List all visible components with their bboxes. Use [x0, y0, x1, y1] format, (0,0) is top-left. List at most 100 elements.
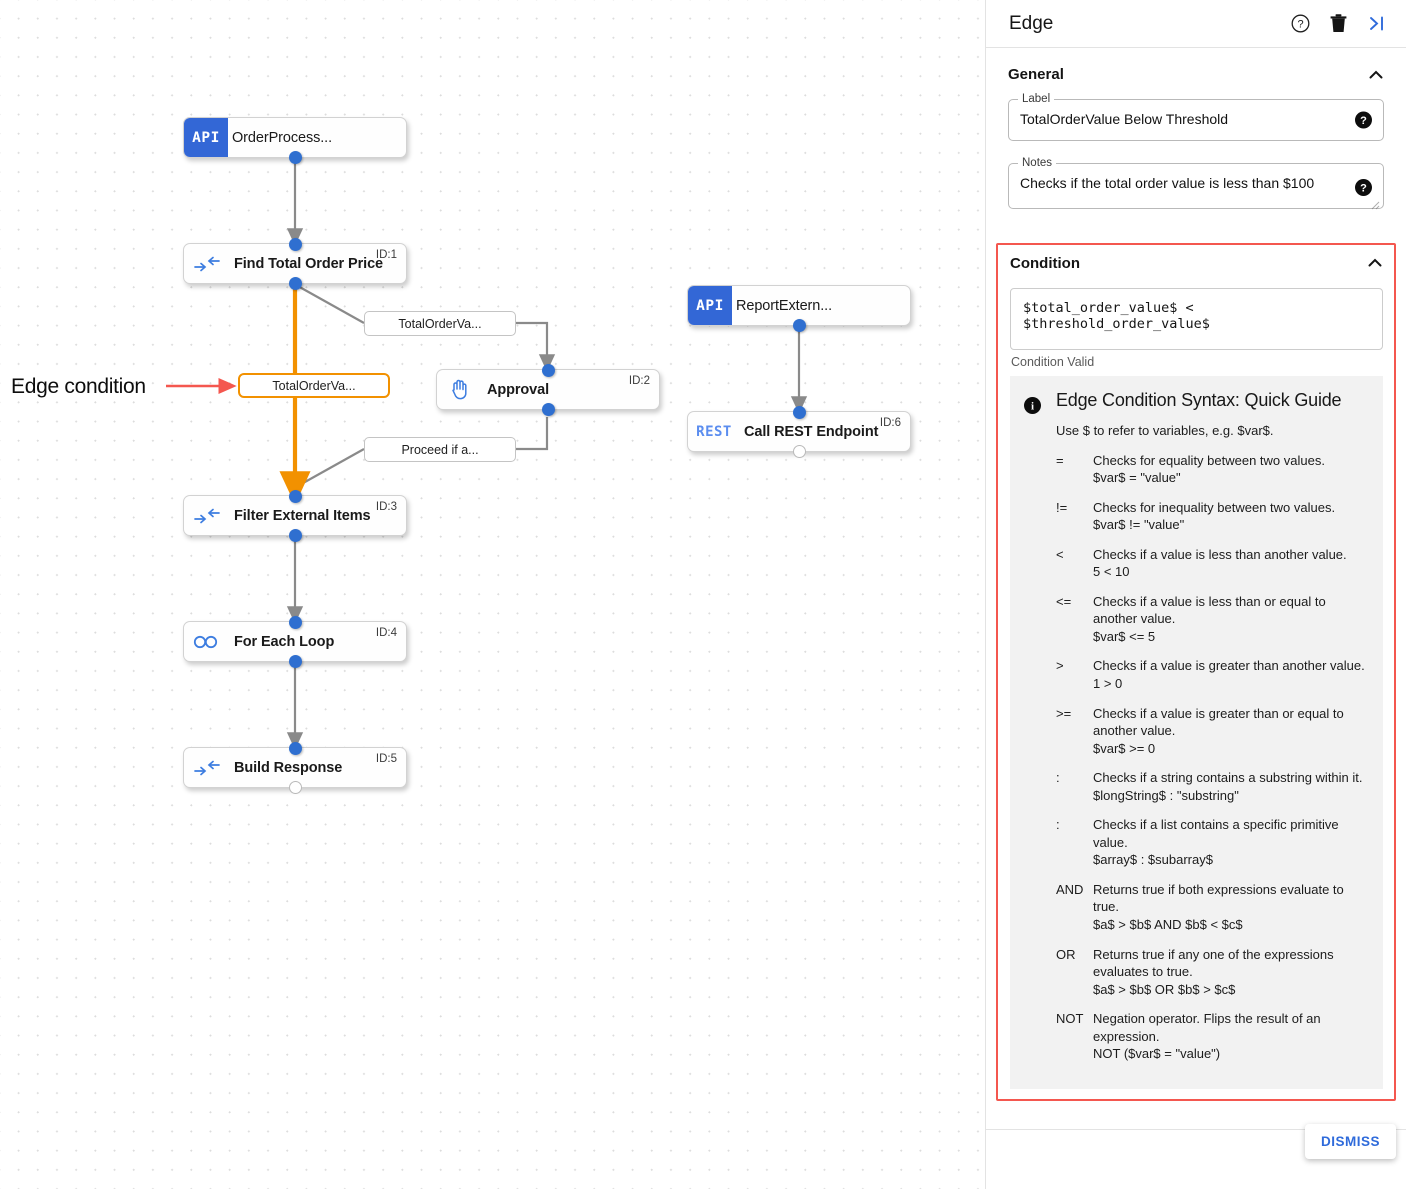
operator-symbol: <= [1056, 593, 1072, 609]
api-badge-icon: API [688, 286, 732, 325]
node-label: ReportExtern... [736, 297, 833, 314]
operator-example: $a$ > $b$ OR $b$ > $c$ [1093, 981, 1236, 997]
operator-detail: Checks if a value is greater than or equ… [1093, 705, 1369, 758]
operator-detail: Returns true if any one of the expressio… [1093, 946, 1369, 999]
operator-description: Negation operator. Flips the result of a… [1093, 1011, 1321, 1044]
node-output-port[interactable] [289, 780, 302, 794]
operator-example: $var$ <= 5 [1093, 628, 1156, 644]
chevron-up-icon[interactable] [1367, 255, 1383, 271]
workflow-canvas[interactable]: Edge condition API OrderProcess... Find … [0, 0, 985, 1189]
operator-example: 1 > 0 [1093, 675, 1123, 691]
notes-field-value: Checks if the total order value is less … [1020, 174, 1315, 191]
edge-label[interactable]: TotalOrderVa... [364, 311, 516, 336]
svg-text:?: ? [1360, 182, 1367, 194]
resize-handle[interactable] [1371, 197, 1380, 209]
node-id-label: ID:1 [375, 249, 397, 261]
operator-example: $array$ : $subarray$ [1093, 852, 1213, 868]
operator-symbol: AND [1056, 881, 1084, 897]
operator-detail: Checks for inequality between two values… [1093, 499, 1369, 534]
operator-description: Checks if a value is greater than or equ… [1093, 705, 1344, 739]
collapse-panel-icon[interactable] [1366, 14, 1386, 34]
operator-detail: Checks if a value is greater than anothe… [1093, 657, 1369, 692]
edge-label-selected[interactable]: TotalOrderVa... [238, 373, 390, 398]
api-badge-icon: API [184, 118, 228, 157]
operator-row: !=Checks for inequality between two valu… [1056, 499, 1369, 534]
operator-symbol: : [1056, 817, 1060, 833]
node-input-port[interactable] [793, 405, 806, 419]
help-icon[interactable]: ? [1355, 111, 1372, 129]
node-output-port[interactable] [542, 402, 555, 416]
operator-description: Checks if a string contains a substring … [1093, 770, 1363, 786]
operator-row: = Checks for equality between two values.… [1056, 452, 1369, 487]
panel-body: General Label TotalOrderValue Below Thre… [986, 48, 1406, 1129]
node-output-port[interactable] [289, 654, 302, 668]
operator-detail: Checks if a list contains a specific pri… [1093, 816, 1369, 869]
operator-detail: Returns true if both expressions evaluat… [1093, 881, 1369, 934]
node-output-port[interactable] [289, 528, 302, 542]
node-label: Approval [487, 381, 550, 398]
operator-example: $var$ != "value" [1093, 517, 1185, 533]
node-output-port[interactable] [793, 318, 806, 332]
svg-text:?: ? [1297, 19, 1303, 31]
general-section-header[interactable]: General [1008, 66, 1384, 83]
node-input-port[interactable] [289, 237, 302, 251]
operator-row: <= Checks if a value is less than or equa… [1056, 593, 1369, 646]
operator-description: Returns true if any one of the expressio… [1093, 946, 1334, 980]
node-filter-external-items[interactable]: Filter External Items ID:3 [183, 489, 407, 542]
node-reportextern[interactable]: API ReportExtern... [687, 285, 911, 332]
condition-expression-input[interactable]: $total_order_value$ < $threshold_order_v… [1010, 287, 1383, 350]
node-input-port[interactable] [542, 363, 555, 377]
operator-description: Checks if a value is greater than anothe… [1093, 658, 1365, 674]
svg-text:i: i [1031, 400, 1034, 412]
operator-example: NOT ($var$ = "value") [1093, 1046, 1221, 1062]
node-orderprocess[interactable]: API OrderProcess... [183, 117, 407, 164]
guide-lead-text: Use $ to refer to variables, e.g. $var$. [1056, 422, 1274, 438]
delete-icon[interactable] [1328, 14, 1348, 34]
label-field[interactable]: Label TotalOrderValue Below Threshold ? [1008, 93, 1384, 141]
node-output-port[interactable] [289, 150, 302, 164]
operator-symbol: = [1056, 452, 1064, 468]
node-input-port[interactable] [289, 741, 302, 755]
node-output-port[interactable] [793, 444, 806, 458]
condition-section-header[interactable]: Condition [1010, 255, 1383, 272]
condition-section-title: Condition [1010, 254, 1080, 272]
node-build-response[interactable]: Build Response ID:5 [183, 741, 407, 794]
node-approval[interactable]: Approval ID:2 [436, 363, 660, 416]
node-label: OrderProcess... [232, 129, 333, 146]
node-input-port[interactable] [289, 615, 302, 629]
operator-description: Checks for inequality between two values… [1093, 499, 1336, 515]
operator-description: Checks if a value is less than or equal … [1093, 593, 1326, 627]
operator-example: 5 < 10 [1093, 564, 1130, 580]
loop-icon [184, 634, 230, 650]
node-output-port[interactable] [289, 276, 302, 290]
operator-detail: Checks if a value is less than another v… [1093, 546, 1369, 581]
node-id-label: ID:3 [375, 501, 397, 513]
edge-label[interactable]: Proceed if a... [364, 437, 516, 462]
node-label: Filter External Items [234, 507, 371, 524]
help-icon[interactable]: ? [1355, 178, 1372, 196]
condition-status-text: Condition Valid [1011, 354, 1095, 369]
node-find-total-order-price[interactable]: Find Total Order Price ID:1 [183, 237, 407, 290]
operator-row: <Checks if a value is less than another … [1056, 546, 1369, 581]
operator-row: : Checks if a list contains a specific pr… [1056, 816, 1369, 869]
operator-row: AND Returns true if both expressions eval… [1056, 881, 1369, 934]
node-label: Find Total Order Price [234, 255, 384, 272]
condition-syntax-guide: i Edge Condition Syntax: Quick Guide Use… [1010, 375, 1383, 1089]
help-icon[interactable]: ? [1290, 14, 1310, 34]
operator-example: $var$ = "value" [1093, 470, 1181, 486]
dismiss-button[interactable]: DISMISS [1304, 1124, 1396, 1159]
chevron-up-icon[interactable] [1368, 67, 1384, 83]
transform-icon [184, 256, 230, 272]
node-input-port[interactable] [289, 489, 302, 503]
node-for-each-loop[interactable]: For Each Loop ID:4 [183, 615, 407, 668]
svg-text:?: ? [1360, 115, 1367, 127]
label-field-value: TotalOrderValue Below Threshold [1020, 111, 1229, 127]
transform-icon [184, 508, 230, 524]
rest-badge-icon: REST [696, 423, 732, 440]
notes-field[interactable]: Notes Checks if the total order value is… [1008, 156, 1384, 209]
operator-detail: Checks for equality between two values.$… [1093, 452, 1369, 487]
operator-example: $a$ > $b$ AND $b$ < $c$ [1093, 916, 1243, 932]
node-id-label: ID:5 [375, 753, 397, 765]
node-call-rest-endpoint[interactable]: REST Call REST Endpoint ID:6 [687, 405, 911, 458]
